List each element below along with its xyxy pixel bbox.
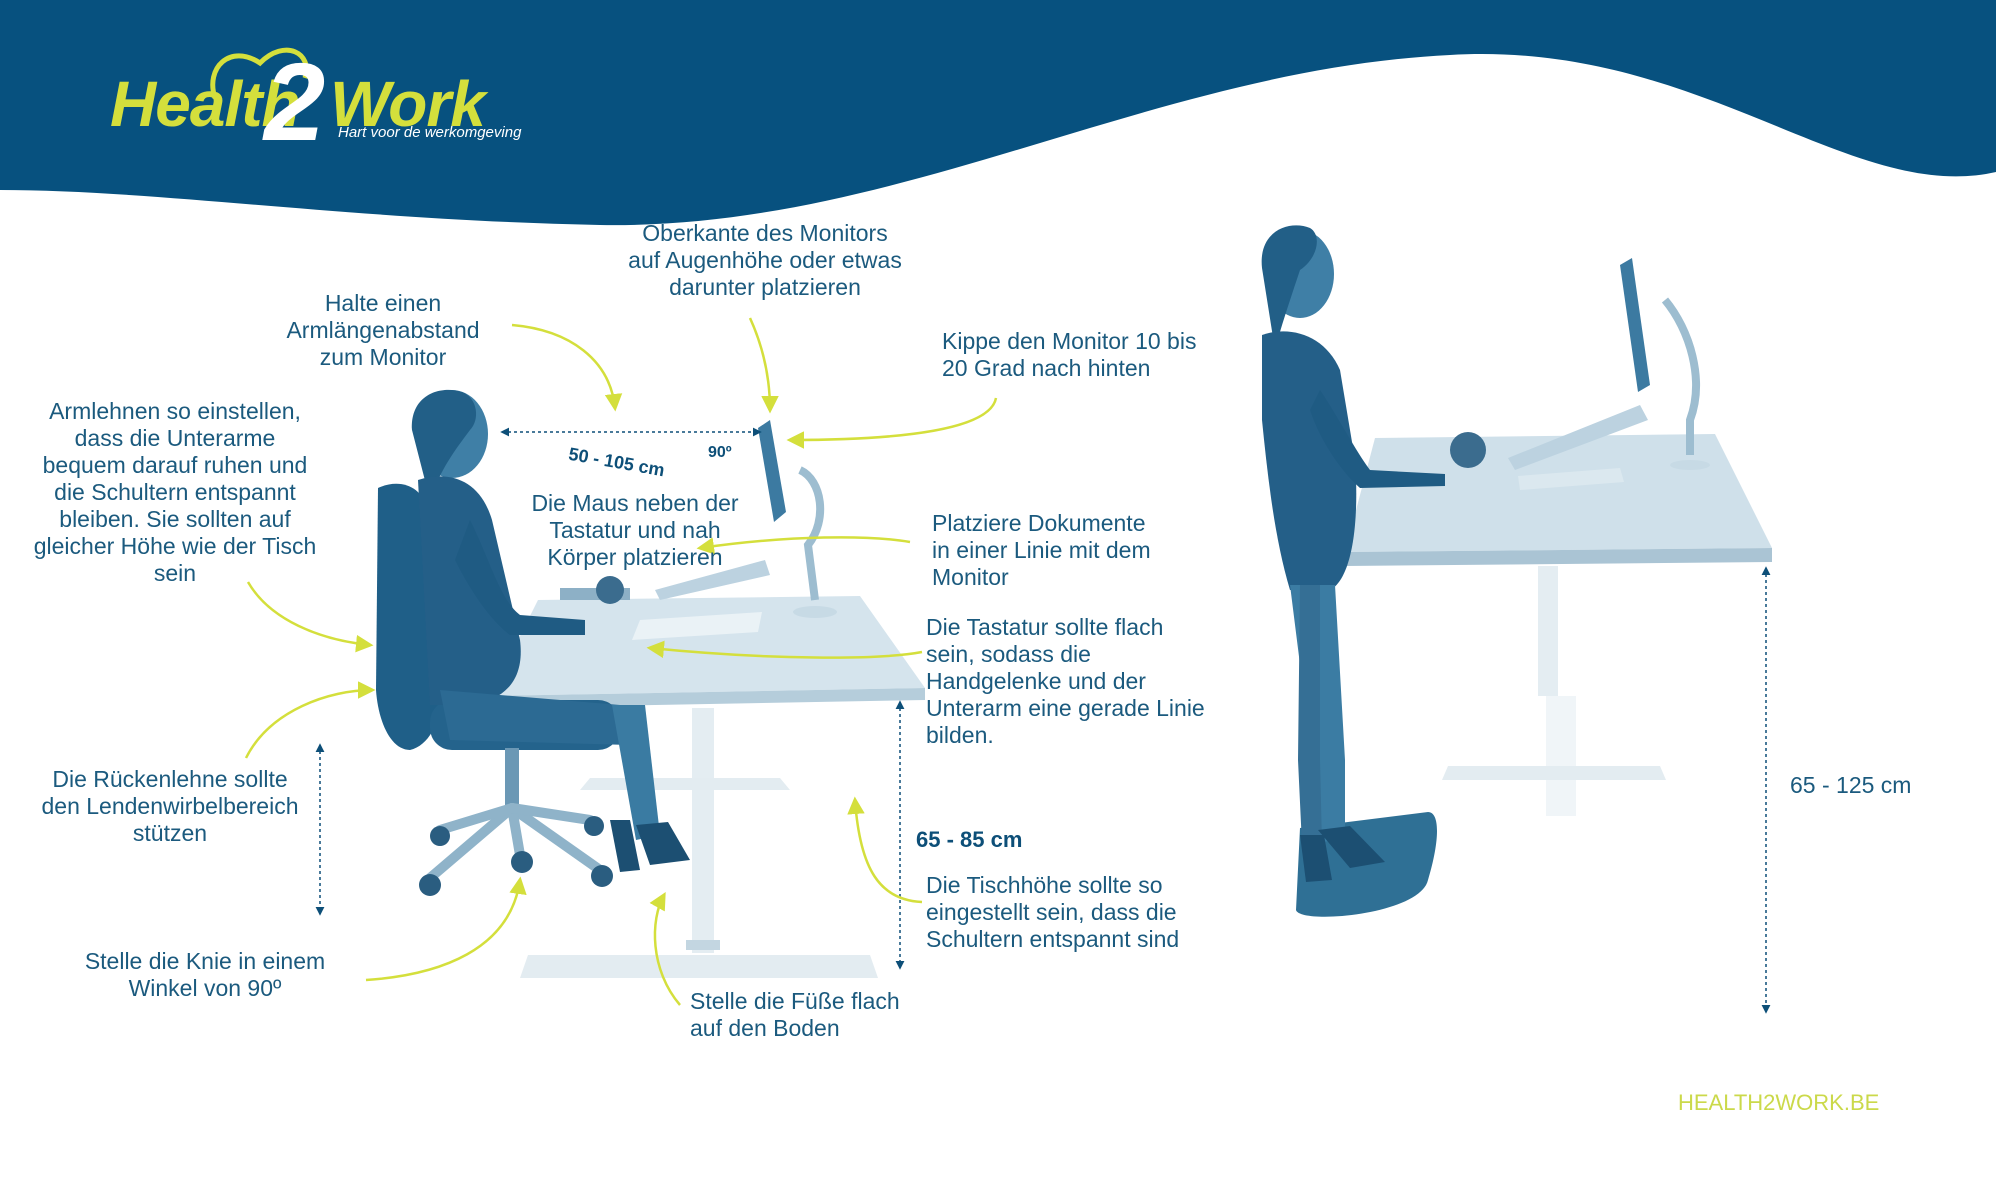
dimension-lines: [315, 427, 1771, 1014]
logo-health: Health: [110, 68, 301, 140]
standing-desk: [1345, 258, 1772, 816]
seated-desk: [490, 596, 925, 978]
callout-arrows: [244, 317, 998, 1006]
sit-desk-height: 65 - 85 cm: [916, 827, 1023, 852]
logo-work: Work: [330, 68, 486, 140]
standing-person: [1261, 225, 1445, 917]
website-link[interactable]: HEALTH2WORK.BE: [1678, 1090, 1880, 1115]
seated-monitor: [560, 420, 837, 618]
seated-person: [411, 389, 690, 872]
logo-two: 2: [264, 41, 326, 164]
angle-measure: 90º: [708, 444, 732, 461]
header-wave: [0, 0, 1996, 226]
label-armrests: Armlehnen so einstellen,dass die Unterar…: [33, 398, 317, 586]
logo-tagline: Hart voor de werkomgeving: [338, 124, 522, 141]
stand-desk-height: 65 - 125 cm: [1790, 772, 1912, 798]
heart-icon: [210, 47, 309, 99]
